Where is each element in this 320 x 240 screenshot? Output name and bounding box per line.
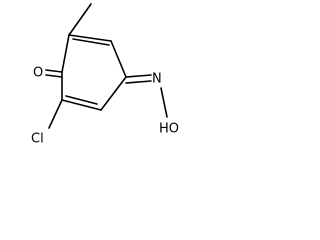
bond-methyl	[68, 3, 92, 36]
bond-c5-c6-single	[61, 99, 102, 111]
bond-c1-c2	[61, 34, 70, 73]
chemical-structure-diagram: O Cl N HO	[31, 3, 179, 147]
hydroxyl-label: HO	[159, 122, 179, 137]
bond-n-o	[160, 87, 168, 118]
bond-c2-c3-double	[72, 38, 110, 46]
bond-c3-c4	[110, 40, 127, 78]
bond-c4-c5	[100, 76, 127, 111]
bond-carbonyl-1	[45, 69, 63, 73]
bond-c-cl	[48, 99, 63, 129]
bond-c5-c6-double	[65, 95, 98, 105]
bond-c2-c3-single	[68, 34, 112, 42]
nitrogen-label: N	[152, 72, 162, 87]
bond-cn-2	[125, 80, 152, 84]
bond-carbonyl-2	[45, 74, 63, 78]
oxygen-ketone-label: O	[33, 66, 43, 81]
bond-cn-1	[125, 74, 152, 78]
chlorine-label: Cl	[31, 132, 44, 147]
